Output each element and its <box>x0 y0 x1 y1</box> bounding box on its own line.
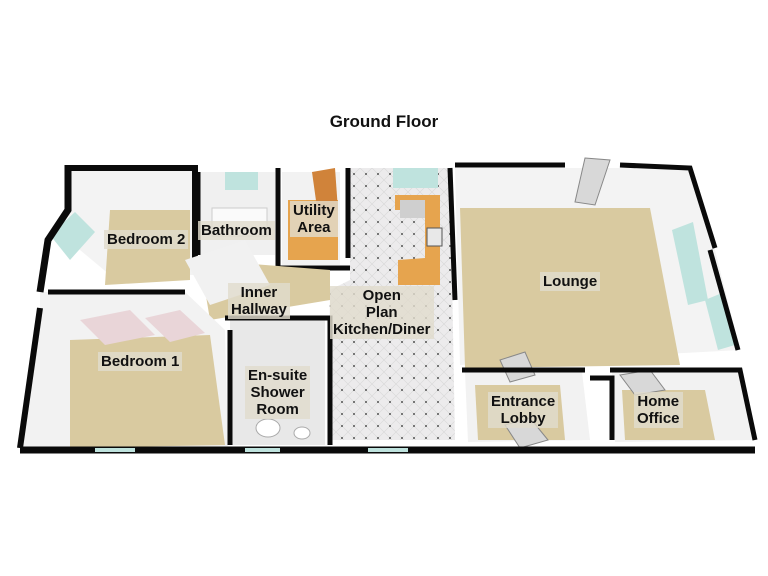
label-bedroom-2: Bedroom 2 <box>104 230 189 249</box>
outer-wall-left <box>36 165 72 293</box>
label-home-office: Home Office <box>634 392 683 428</box>
label-en-suite: En-suite Shower Room <box>245 366 311 419</box>
label-utility-area: Utility Area <box>290 201 338 237</box>
room-lounge <box>455 157 741 368</box>
label-bathroom: Bathroom <box>198 221 275 240</box>
label-entrance-lobby: Entrance Lobby <box>488 392 559 428</box>
room-bathroom <box>195 172 275 255</box>
label-bedroom-1: Bedroom 1 <box>98 352 183 371</box>
label-inner-hallway: Inner Hallway <box>228 283 290 319</box>
label-kitchen-diner: Open Plan Kitchen/Diner <box>330 286 434 339</box>
room-bedroom-2 <box>50 165 198 285</box>
label-lounge: Lounge <box>540 272 601 291</box>
floor-title: Ground Floor <box>329 112 439 131</box>
